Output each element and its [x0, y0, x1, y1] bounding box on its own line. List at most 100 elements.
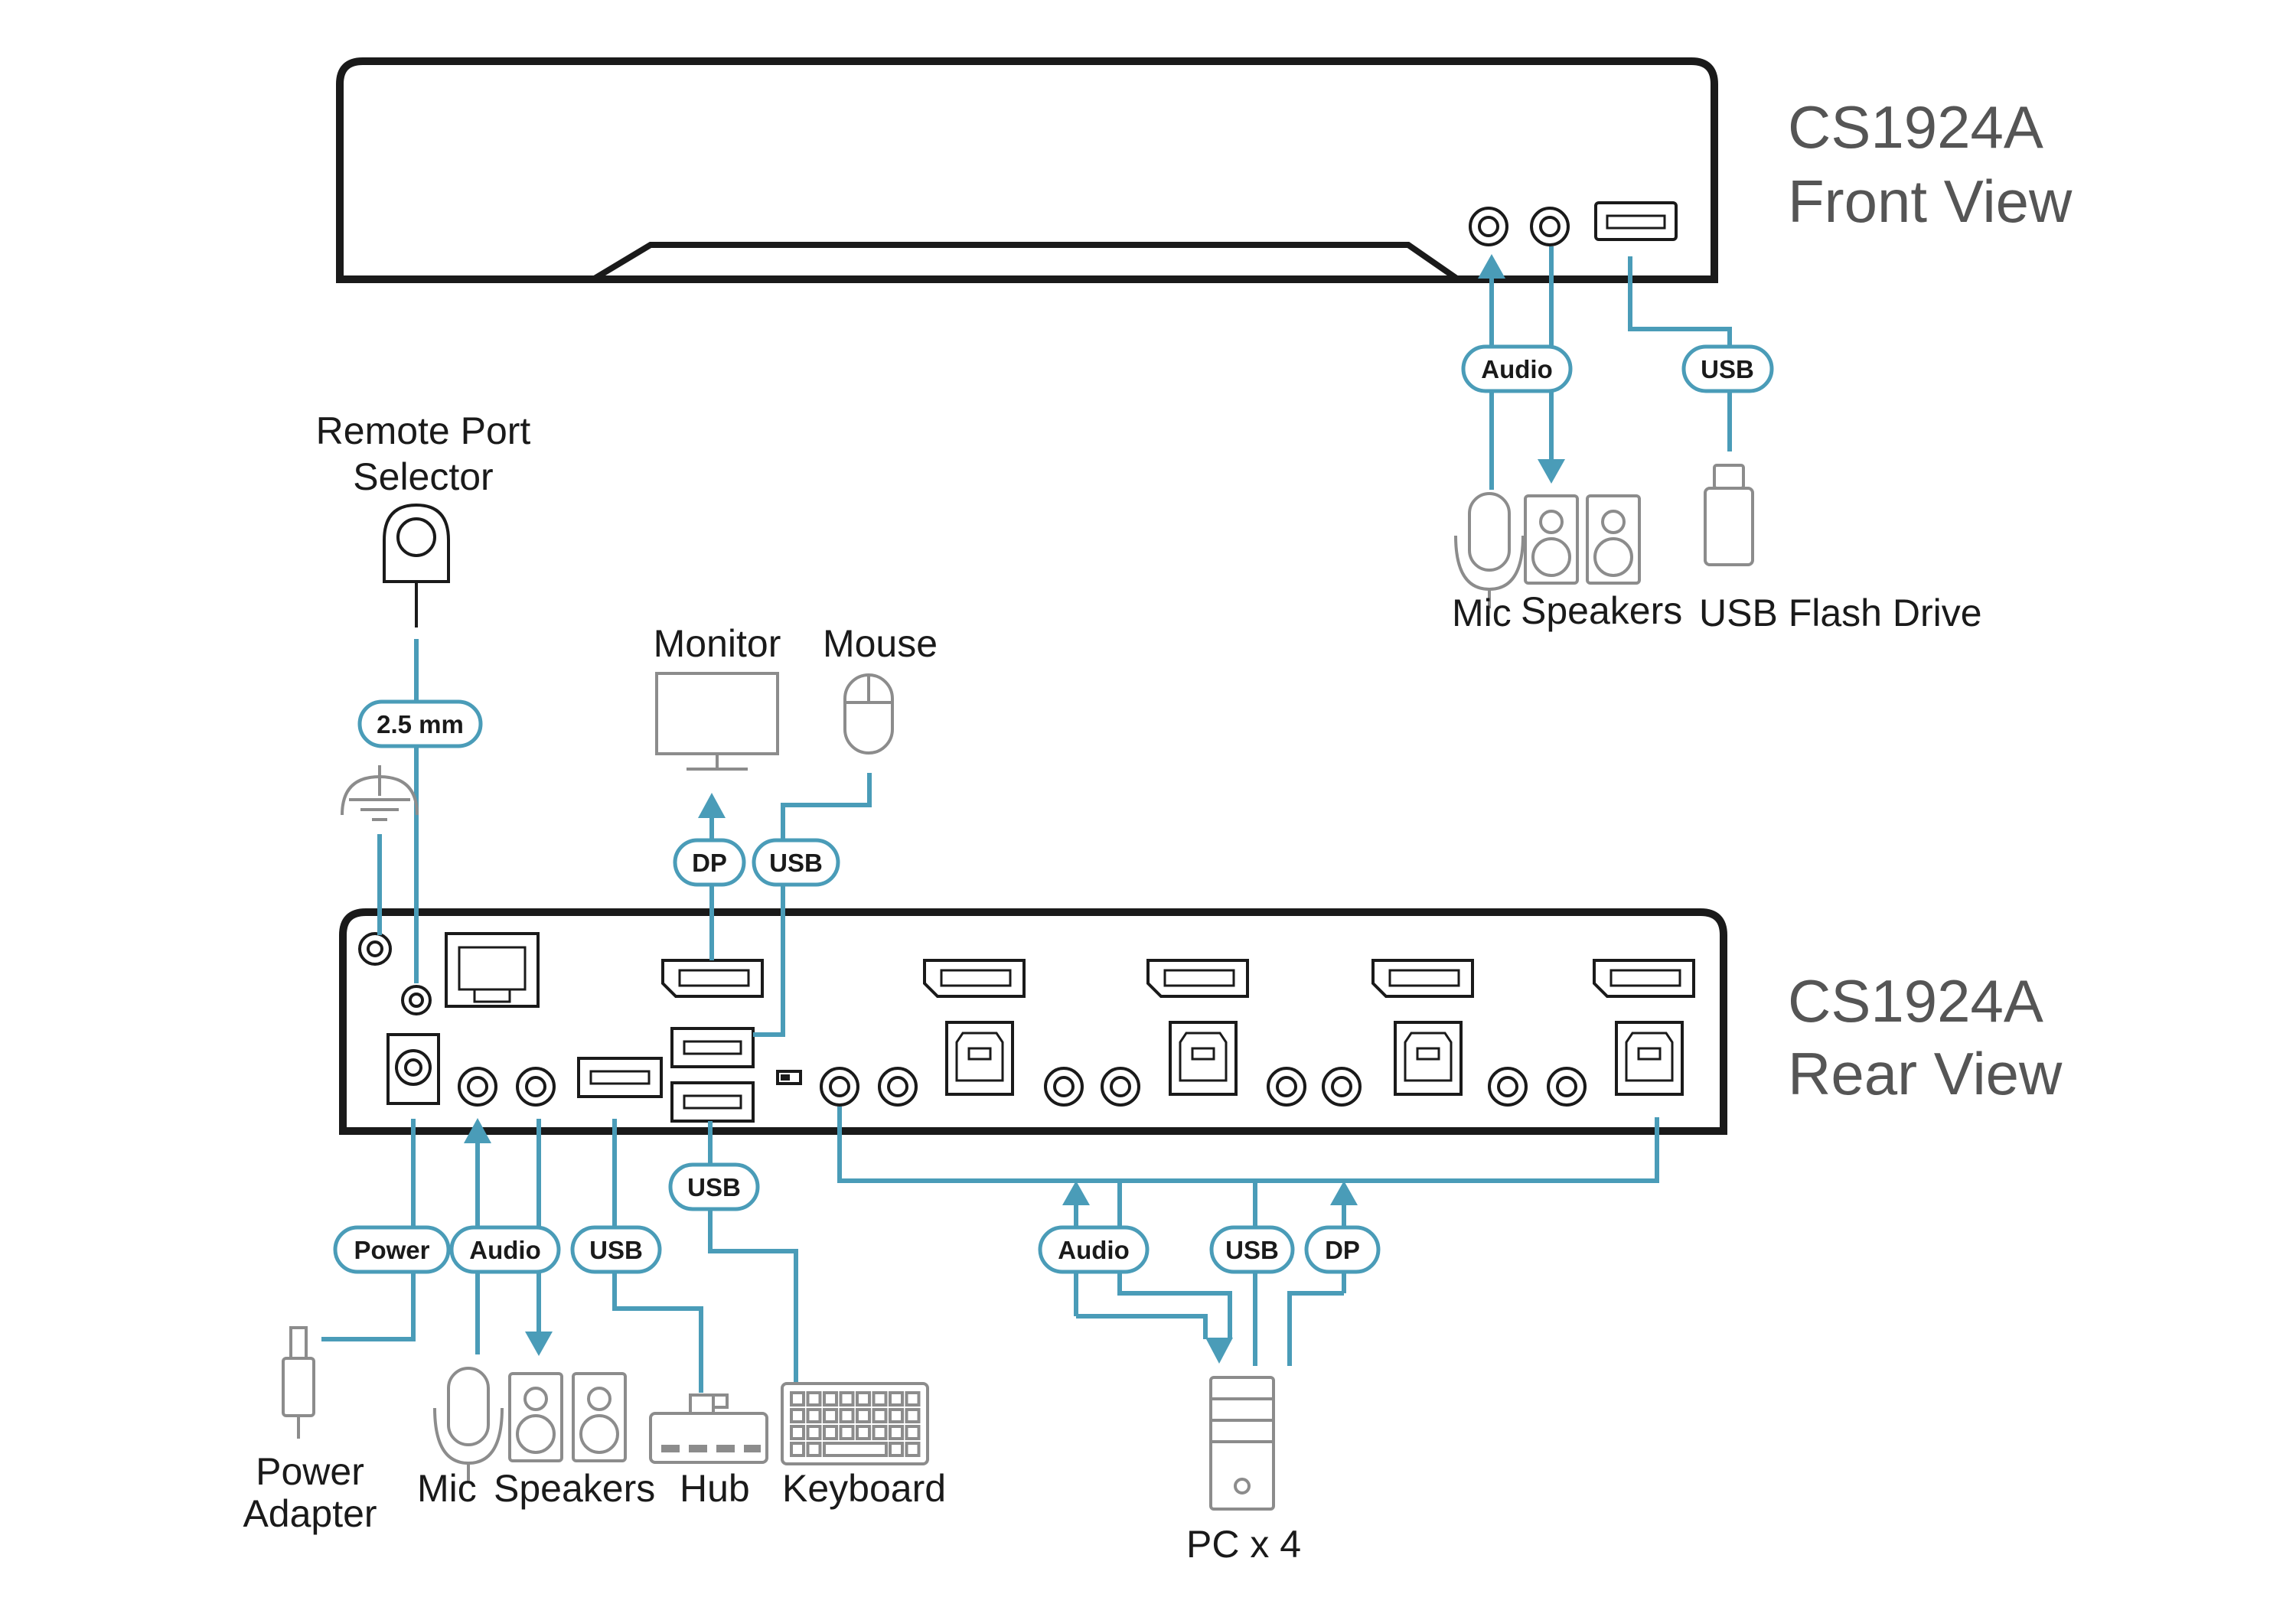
monitor-icon	[655, 672, 779, 771]
front-speaker-jack	[1530, 207, 1570, 246]
front-mic-jack	[1469, 207, 1508, 246]
rear-mic-jack	[458, 1067, 497, 1107]
usb-flash-drive-icon	[1704, 464, 1754, 566]
svg-text:Power: Power	[354, 1236, 429, 1264]
svg-text:Audio: Audio	[1481, 355, 1552, 383]
svg-text:DP: DP	[1325, 1236, 1360, 1264]
rear-unit	[339, 908, 1727, 1135]
svg-text:USB: USB	[1225, 1236, 1279, 1264]
keyboard-key	[806, 1408, 822, 1423]
monitor-dp-badge: DP	[673, 838, 746, 887]
keyboard-key	[872, 1408, 888, 1423]
svg-text:Audio: Audio	[1058, 1236, 1129, 1264]
mouse-label: Mouse	[823, 622, 938, 665]
pc-port-group-3	[1267, 959, 1474, 1107]
rear-speaker-jack	[516, 1067, 556, 1107]
rj45-port	[445, 932, 540, 1008]
keyboard-key	[839, 1425, 855, 1440]
pc-label: PC x 4	[1186, 1523, 1301, 1566]
keyboard-key	[839, 1391, 855, 1407]
pc-dp-badge: DP	[1304, 1225, 1381, 1274]
pc-port-group-4	[1488, 959, 1695, 1107]
monitor-label: Monitor	[654, 622, 781, 665]
console-dp-port	[661, 959, 764, 998]
microphone-icon	[1454, 492, 1525, 608]
keyboard-label: Keyboard	[782, 1467, 946, 1510]
mouse-icon	[843, 673, 894, 755]
rear-audio-badge: Audio	[449, 1225, 561, 1274]
keyboard-key	[905, 1442, 921, 1457]
keyboard-key	[806, 1442, 822, 1457]
svg-text:USB: USB	[1701, 355, 1754, 383]
keyboard-key	[856, 1425, 871, 1440]
front-speakers-label: Speakers	[1521, 589, 1682, 632]
front-audio-badge: Audio	[1461, 344, 1573, 393]
svg-text:2.5 mm: 2.5 mm	[377, 710, 464, 738]
svg-text:DP: DP	[692, 849, 727, 877]
keyboard-key	[839, 1408, 855, 1423]
keyboard-key	[889, 1425, 904, 1440]
keyboard-spacebar	[823, 1442, 888, 1457]
speaker-icon	[1524, 494, 1641, 585]
power-badge: Power	[333, 1225, 451, 1274]
remote-port-jack	[401, 985, 432, 1015]
keyboard-key	[905, 1425, 921, 1440]
power-adapter-label-line1: Power	[256, 1450, 364, 1493]
front-title-view: Front View	[1788, 168, 2073, 235]
keyboard-key	[856, 1408, 871, 1423]
pc-usb-badge: USB	[1209, 1225, 1295, 1274]
microphone-icon	[433, 1367, 504, 1481]
pc-tower-icon	[1209, 1376, 1275, 1511]
keyboard-key	[823, 1425, 838, 1440]
console-usb-port-top	[670, 1027, 755, 1068]
hub-icon	[649, 1393, 768, 1464]
ground-screw	[358, 932, 392, 966]
svg-text:USB: USB	[687, 1173, 741, 1201]
power-jack	[386, 1033, 440, 1105]
rear-mic-label: Mic	[417, 1467, 477, 1510]
front-unit	[336, 57, 1718, 283]
rear-title-model: CS1924A	[1788, 967, 2043, 1035]
keyboard-key	[872, 1425, 888, 1440]
remote-port-selector-label-line2: Selector	[353, 455, 493, 498]
hub-label: Hub	[680, 1467, 750, 1510]
keyboard-key	[790, 1425, 805, 1440]
power-adapter-icon	[282, 1326, 315, 1439]
remote-2-5mm-badge: 2.5 mm	[357, 699, 483, 748]
keyboard-key	[790, 1442, 805, 1457]
mouse-usb-badge: USB	[752, 838, 840, 887]
keyboard-key	[856, 1391, 871, 1407]
svg-text:USB: USB	[769, 849, 823, 877]
pc-audio-badge: Audio	[1038, 1225, 1150, 1274]
keyboard-key	[806, 1425, 822, 1440]
usb-flash-drive-label: USB Flash Drive	[1699, 592, 1982, 634]
keyboard-key	[823, 1391, 838, 1407]
power-adapter-label-line2: Adapter	[243, 1492, 377, 1535]
front-title-model: CS1924A	[1788, 93, 2043, 161]
dip-switch	[776, 1070, 802, 1085]
hub-usb-badge: USB	[570, 1225, 662, 1274]
front-mic-label: Mic	[1452, 592, 1512, 634]
keyboard-key	[790, 1408, 805, 1423]
front-usb-badge: USB	[1681, 344, 1774, 393]
ground-icon	[341, 765, 419, 821]
keyboard-key	[889, 1391, 904, 1407]
rear-title-view: Rear View	[1788, 1040, 2063, 1107]
keyboard-key	[905, 1391, 921, 1407]
pc-port-group-1	[820, 959, 1026, 1107]
keyboard-key	[872, 1391, 888, 1407]
keyboard-icon	[781, 1382, 929, 1465]
console-usb-port-bottom	[670, 1081, 755, 1123]
front-usb-port	[1594, 201, 1678, 241]
keyboard-key	[790, 1391, 805, 1407]
pc-port-group-2	[1044, 959, 1249, 1107]
remote-port-selector-label-line1: Remote Port	[316, 409, 531, 452]
svg-text:Audio: Audio	[469, 1236, 540, 1264]
keyboard-key	[823, 1408, 838, 1423]
keyboard-key	[905, 1408, 921, 1423]
speaker-icon	[508, 1372, 627, 1462]
svg-text:USB: USB	[589, 1236, 643, 1264]
rear-hub-usb-port	[577, 1057, 663, 1098]
keyboard-usb-badge: USB	[668, 1162, 760, 1211]
